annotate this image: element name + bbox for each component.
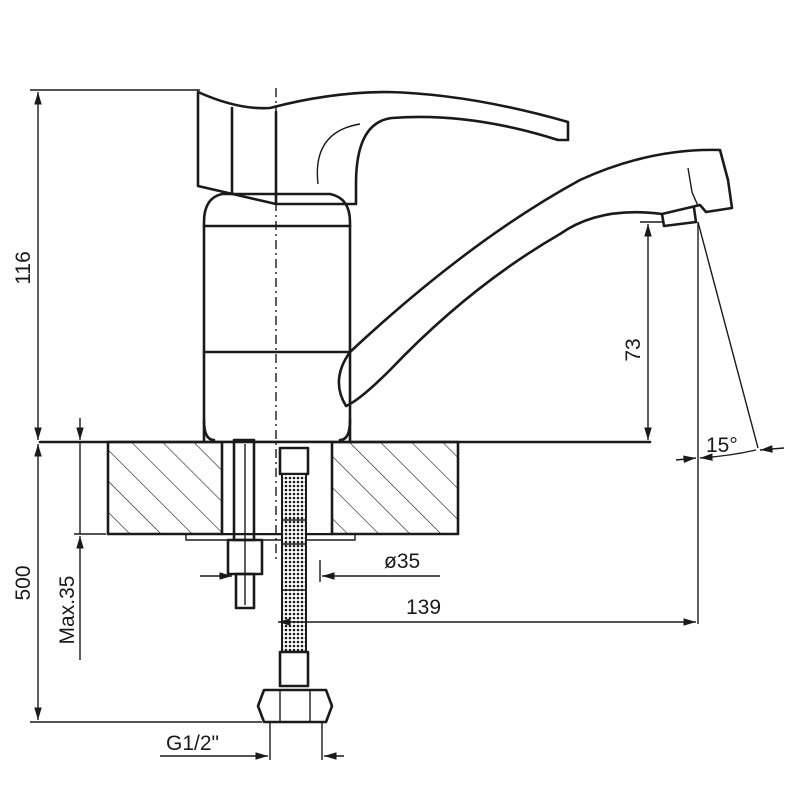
countertop-section (38, 440, 652, 541)
dimension-73-label: 73 (622, 338, 645, 361)
dimension-500-label: 500 (12, 565, 35, 600)
dimension-73: 73 (622, 221, 664, 440)
dimension-15-degree: 15° (675, 221, 785, 624)
dimension-thread: G1/2" (160, 732, 344, 760)
dimension-116-label: 116 (12, 251, 35, 284)
lever-handle (196, 90, 570, 206)
faucet-body (202, 192, 352, 442)
spout (337, 148, 734, 408)
dimension-thread-label: G1/2" (166, 732, 219, 755)
dimension-500: 500 (12, 444, 262, 723)
dimension-max35: Max.35 (56, 418, 106, 660)
dimension-max35-label: Max.35 (56, 576, 79, 645)
dimension-15-label: 15° (706, 434, 738, 457)
dimension-139-label: 139 (406, 596, 441, 619)
dimension-116: 116 (12, 89, 200, 440)
mounting-stud (226, 438, 264, 610)
dimension-diameter-label: ø35 (384, 550, 420, 573)
dimension-139: 139 (278, 596, 696, 626)
dimension-diameter-35: ø35 (200, 550, 440, 582)
